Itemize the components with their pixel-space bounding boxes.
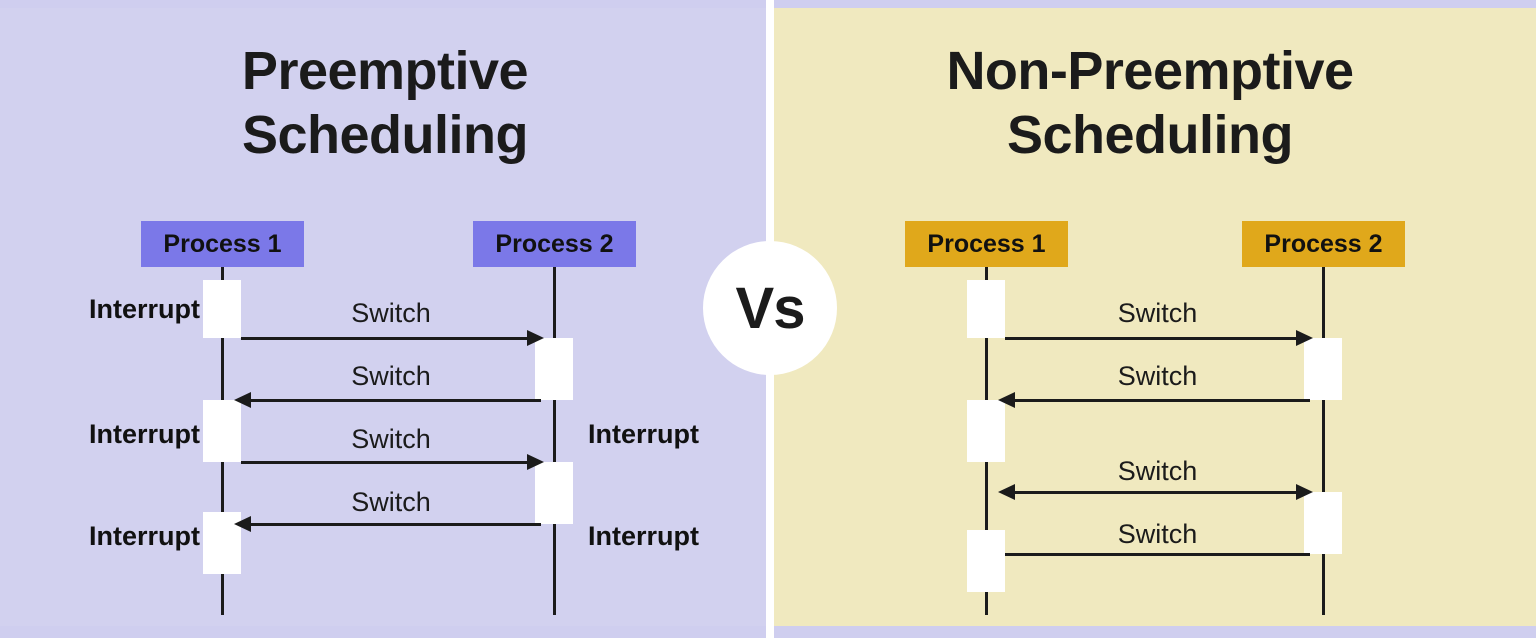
right-message-1-line [1005,337,1300,340]
left-message-1-label: Switch [351,298,431,328]
right-process-2-header: Process 2 [1242,221,1405,267]
left-interrupt-label-3: Interrupt [89,521,200,551]
left-interrupt-label-5: Interrupt [588,521,699,551]
left-message-3-line [241,461,531,464]
left-p2-activation-1 [535,338,573,400]
right-panel-background [770,0,1536,638]
right-message-1-arrowhead-right-icon [1296,330,1313,346]
right-message-3-arrowhead-left-icon [998,484,1015,500]
right-process-1-label: Process 1 [927,229,1046,258]
right-p1-activation-3 [967,530,1005,592]
versus-badge: Vs [703,241,837,375]
right-panel-title: Non-Preemptive Scheduling [946,41,1354,165]
left-process-2-lifeline [553,267,556,615]
right-message-4-label: Switch [1117,519,1198,549]
right-message-4-line [1005,553,1310,556]
left-process-1-label: Process 1 [163,229,282,258]
right-message-3-line [1005,491,1300,494]
right-message-2-line [1005,399,1310,402]
left-message-1-arrowhead-right-icon [527,330,544,346]
left-message-2-arrowhead-left-icon [234,392,251,408]
right-p1-activation-2 [967,400,1005,462]
left-interrupt-label-2: Interrupt [89,419,200,449]
left-process-2-header: Process 2 [473,221,636,267]
right-p2-activation-1 [1304,338,1342,400]
left-message-3-arrowhead-right-icon [527,454,544,470]
left-message-1-line [241,337,531,340]
right-process-2-lifeline [1322,267,1325,615]
left-process-1-header: Process 1 [141,221,304,267]
left-panel-background [0,0,770,638]
left-interrupt-label-1: Interrupt [89,294,200,324]
left-p1-activation-1 [203,280,241,338]
left-message-2-line [241,399,541,402]
left-interrupt-label-4: Interrupt [588,419,699,449]
left-p2-activation-2 [535,462,573,524]
versus-label: Vs [735,275,806,341]
left-p1-activation-2 [203,400,241,462]
right-process-1-header: Process 1 [905,221,1068,267]
left-message-4-line [241,523,541,526]
right-message-3-arrowhead-right-icon [1296,484,1313,500]
right-p1-activation-1 [967,280,1005,338]
left-message-4-label: Switch [351,487,431,517]
left-message-3-label: Switch [351,424,431,454]
right-message-2-label: Switch [1117,361,1198,391]
right-message-2-arrowhead-left-icon [998,392,1015,408]
right-message-3-label: Switch [1117,456,1198,486]
right-message-1-label: Switch [1117,298,1198,328]
left-process-2-label: Process 2 [495,229,614,258]
right-p2-activation-2 [1304,492,1342,554]
left-message-4-arrowhead-left-icon [234,516,251,532]
left-panel-title: Preemptive Scheduling [241,41,529,165]
right-process-2-label: Process 2 [1264,229,1383,258]
left-message-2-label: Switch [351,361,431,391]
